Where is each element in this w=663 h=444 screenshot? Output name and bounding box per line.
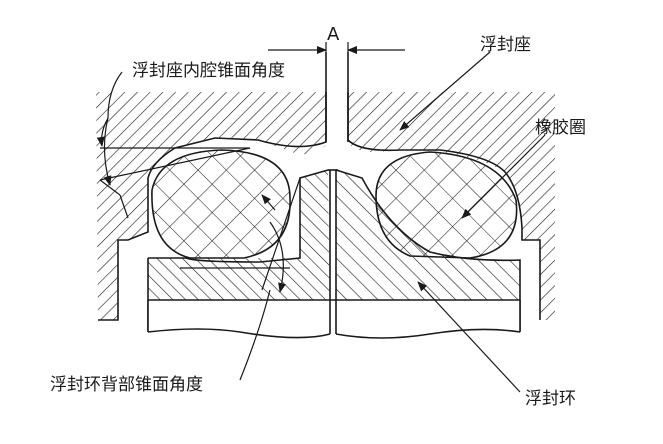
label-ring-back-cone-angle: 浮封环背部锥面角度: [50, 375, 203, 395]
label-seal-seat: 浮封座: [480, 35, 531, 55]
label-rubber-ring: 橡胶圈: [535, 118, 586, 138]
label-seal-ring: 浮封环: [525, 389, 576, 409]
rubber-ring: [151, 149, 518, 259]
label-seat-cone-angle: 浮封座内腔锥面角度: [132, 61, 285, 81]
dimension-a-label: A: [327, 24, 340, 45]
seal-seat-housing: [90, 52, 570, 321]
leader-lines: [99, 51, 546, 393]
angle-reference-lines: [96, 117, 301, 293]
dimension-a: A: [268, 24, 405, 54]
